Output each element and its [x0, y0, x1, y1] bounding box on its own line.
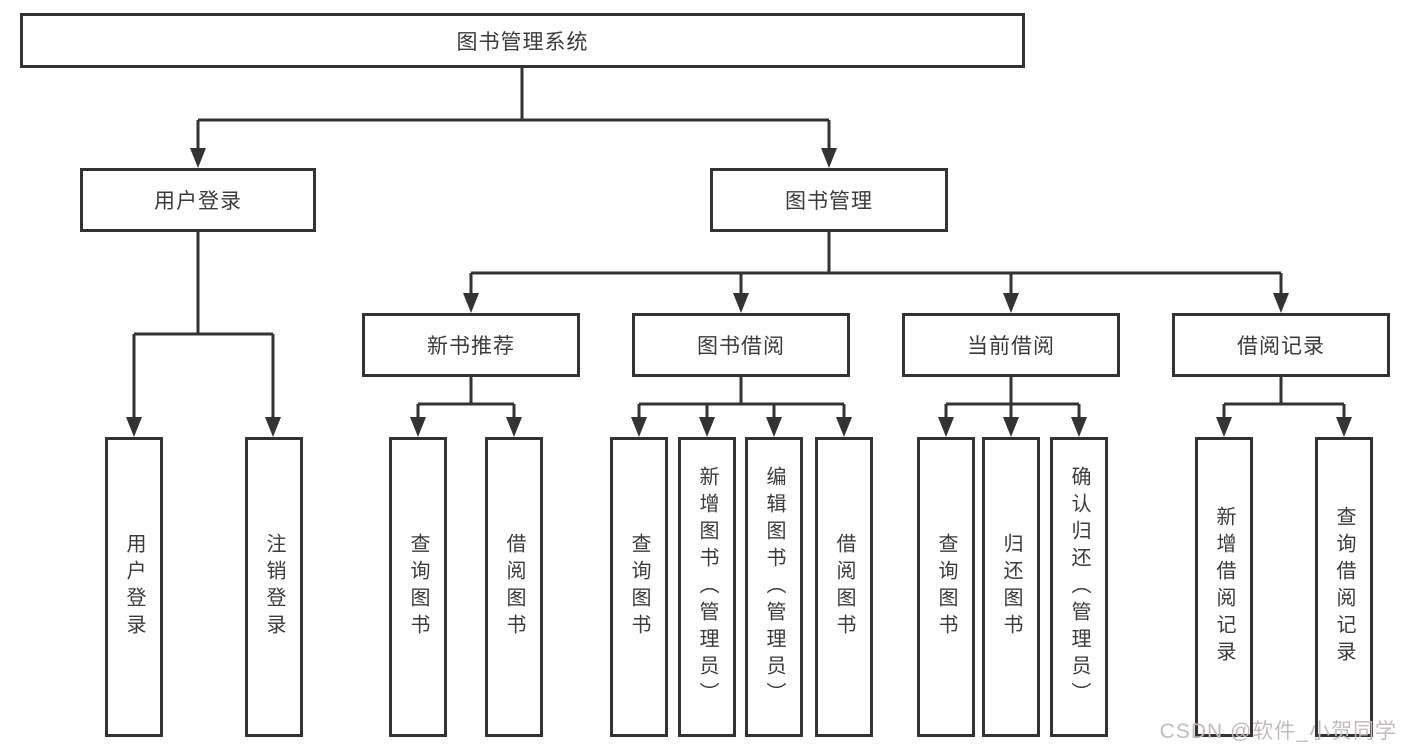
node-new-book-recommend: 新书推荐 — [362, 313, 580, 377]
arrowhead — [1216, 417, 1232, 437]
leaf-confirm-return-admin: 确认归还（管理员） — [1050, 437, 1108, 737]
csdn-watermark: CSDN @软件_小贺同学 — [1159, 720, 1397, 743]
leaf-user-login: 用户登录 — [105, 437, 163, 737]
arrowhead — [265, 417, 281, 437]
arrowhead — [766, 417, 782, 437]
arrowhead — [1273, 293, 1289, 313]
leaf-label: 注销登录 — [263, 533, 285, 641]
node-root-system: 图书管理系统 — [20, 13, 1025, 68]
leaf-label: 归还图书 — [1000, 533, 1022, 641]
node-label: 图书借阅 — [697, 335, 785, 358]
node-label: 新书推荐 — [427, 335, 515, 358]
leaf-query-books-recommend: 查询图书 — [389, 437, 447, 737]
arrowhead — [821, 148, 837, 168]
arrowhead — [836, 417, 852, 437]
leaf-add-borrow-record: 新增借阅记录 — [1195, 437, 1253, 737]
leaf-add-book-admin: 新增图书（管理员） — [678, 437, 736, 737]
leaf-borrow-books-recommend: 借阅图书 — [485, 437, 543, 737]
leaf-label: 确认归还（管理员） — [1068, 465, 1090, 709]
arrowhead — [938, 417, 954, 437]
node-book-borrow: 图书借阅 — [632, 313, 850, 377]
leaf-label: 借阅图书 — [503, 533, 525, 641]
leaf-label: 新增借阅记录 — [1213, 506, 1235, 668]
leaf-logout: 注销登录 — [245, 437, 303, 737]
arrowhead — [506, 417, 522, 437]
connector-shafts — [132, 68, 1346, 420]
node-label: 图书管理系统 — [456, 30, 589, 54]
node-book-management: 图书管理 — [710, 168, 948, 232]
arrowhead — [410, 417, 426, 437]
leaf-label: 查询图书 — [935, 533, 957, 641]
node-label: 图书管理 — [785, 190, 873, 213]
leaf-edit-book-admin: 编辑图书（管理员） — [745, 437, 803, 737]
node-label: 借阅记录 — [1237, 335, 1325, 358]
arrowhead — [126, 417, 142, 437]
arrowhead — [699, 417, 715, 437]
leaf-query-books-current: 查询图书 — [917, 437, 975, 737]
node-label: 当前借阅 — [967, 335, 1055, 358]
arrowhead — [1003, 417, 1019, 437]
leaf-query-borrow-record: 查询借阅记录 — [1315, 437, 1373, 737]
leaf-label: 查询图书 — [407, 533, 429, 641]
leaf-label: 查询图书 — [628, 533, 650, 641]
leaf-query-books-borrow: 查询图书 — [610, 437, 668, 737]
arrowhead — [1336, 417, 1352, 437]
leaf-return-book: 归还图书 — [982, 437, 1040, 737]
node-borrow-records: 借阅记录 — [1172, 313, 1390, 377]
leaf-label: 用户登录 — [123, 533, 145, 641]
arrowhead — [1071, 417, 1087, 437]
leaf-label: 借阅图书 — [833, 533, 855, 641]
node-user-login: 用户登录 — [80, 168, 316, 232]
arrowhead — [1003, 293, 1019, 313]
arrowhead — [190, 148, 206, 168]
node-current-borrow: 当前借阅 — [902, 313, 1120, 377]
arrowhead — [463, 293, 479, 313]
leaf-label: 新增图书（管理员） — [696, 465, 718, 709]
leaf-label: 编辑图书（管理员） — [763, 465, 785, 709]
leaf-label: 查询借阅记录 — [1333, 506, 1355, 668]
arrowhead — [733, 293, 749, 313]
leaf-borrow-books: 借阅图书 — [815, 437, 873, 737]
arrowhead — [631, 417, 647, 437]
node-label: 用户登录 — [154, 190, 242, 213]
